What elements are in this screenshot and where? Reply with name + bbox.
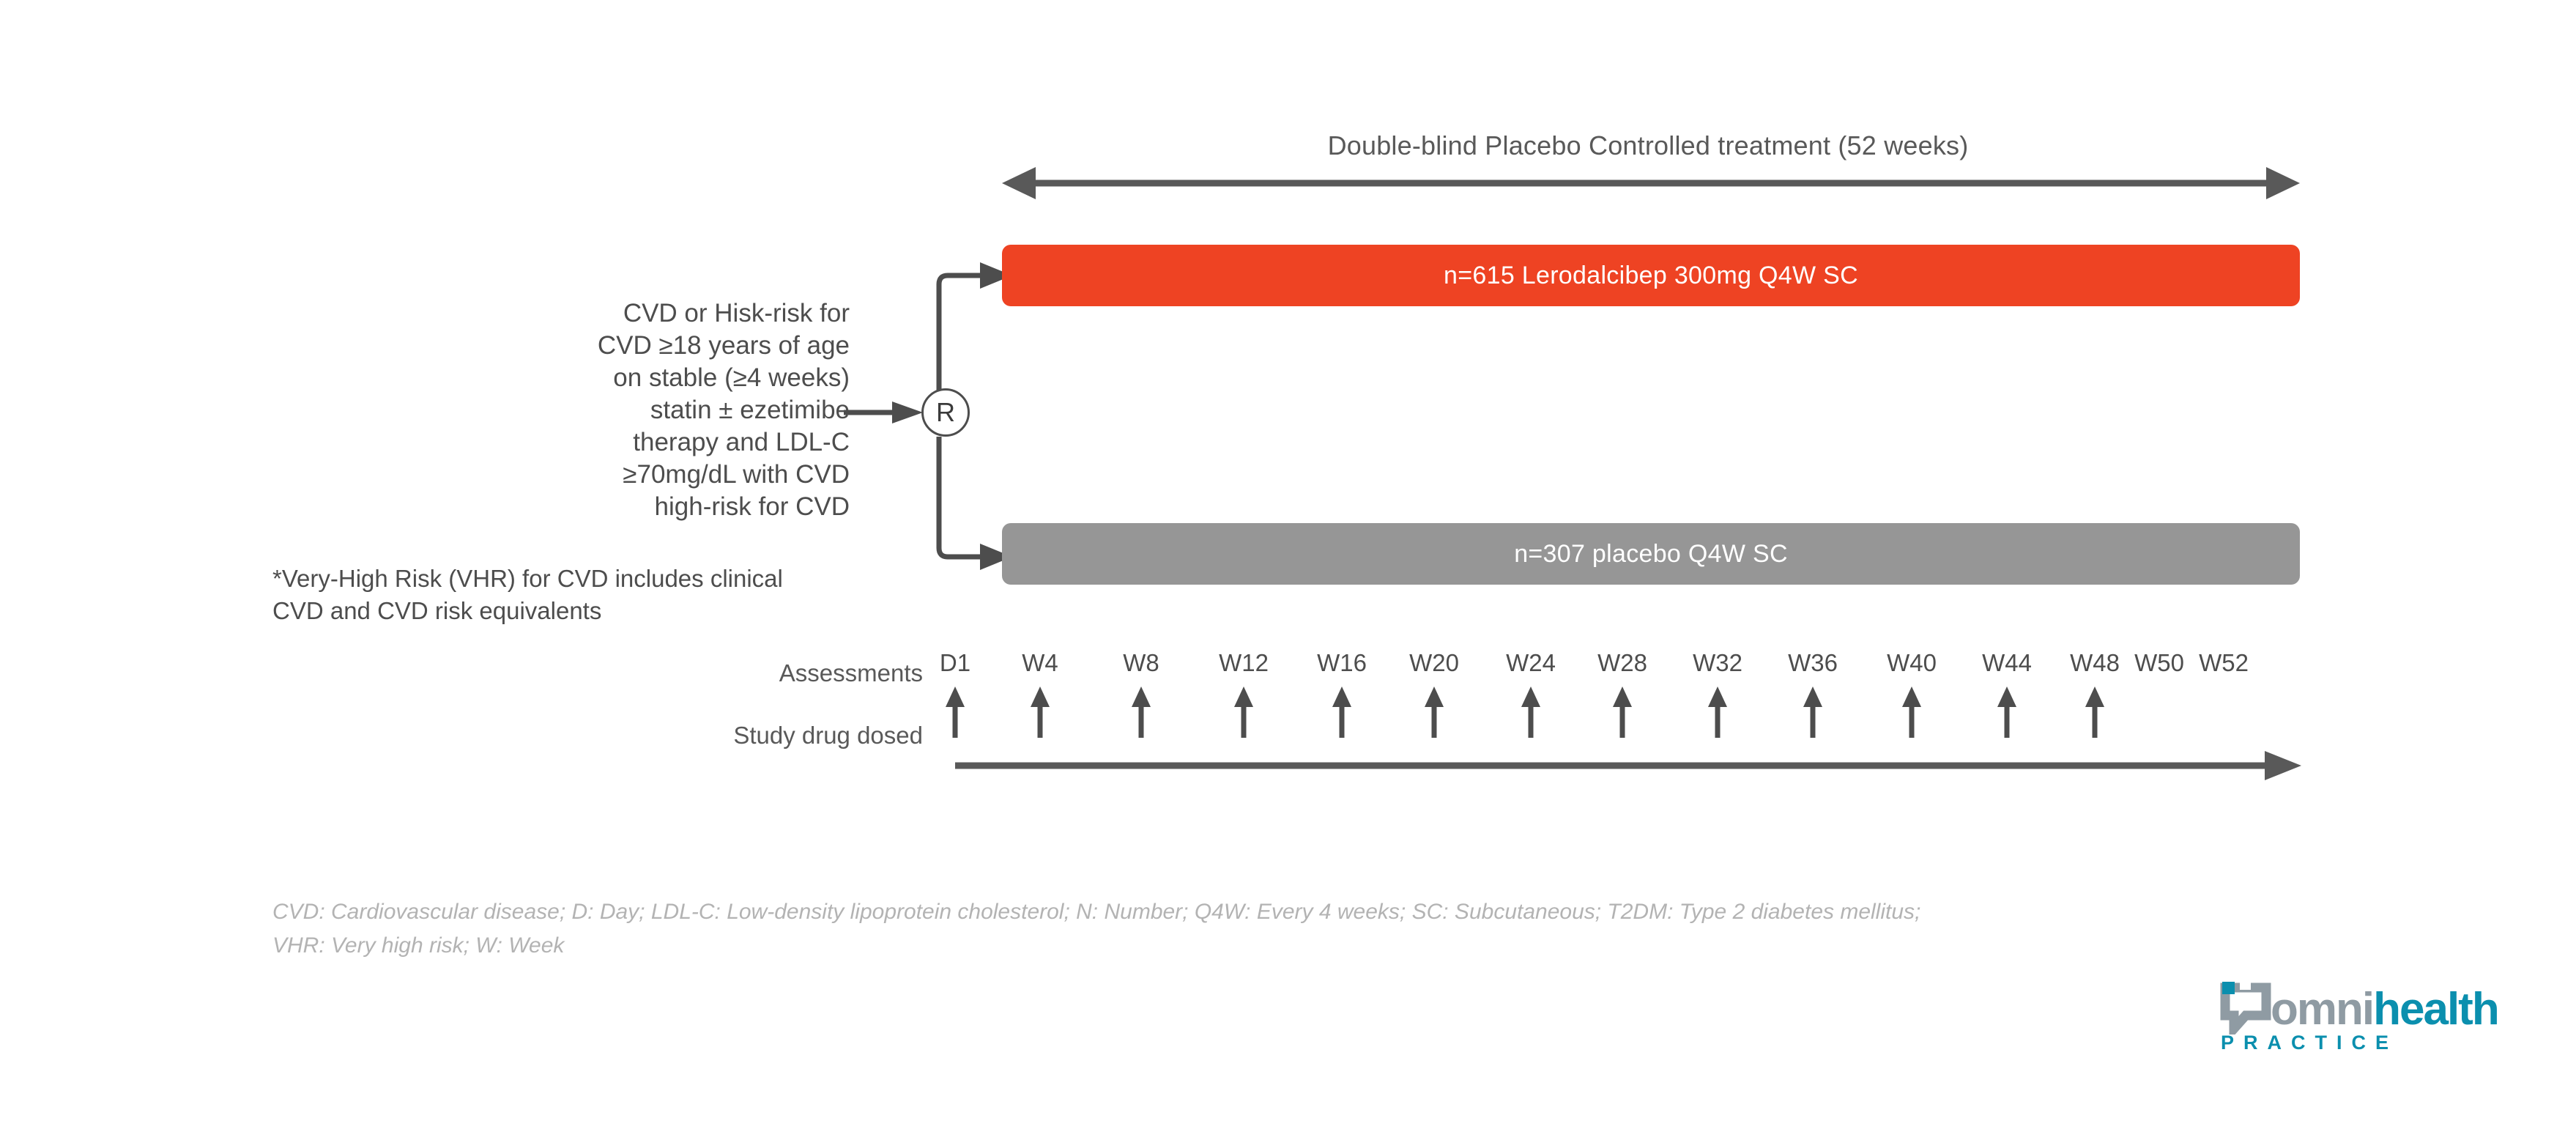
- dosing-arrow-w16: [1332, 686, 1351, 738]
- visit-label-w24: W24: [1506, 649, 1556, 676]
- visit-label-w32: W32: [1693, 649, 1742, 676]
- abbreviations-line: VHR: Very high risk; W: Week: [272, 933, 565, 958]
- logo-omni-text: omni: [2271, 984, 2375, 1034]
- assessments-row-label: Assessments: [779, 659, 923, 686]
- visit-label-w40: W40: [1887, 649, 1937, 676]
- visit-label-w16: W16: [1317, 649, 1367, 676]
- abbreviations-line: CVD: Cardiovascular disease; D: Day; LDL…: [272, 900, 1921, 924]
- treatment-arm-placebo-label: n=307 placebo Q4W SC: [1514, 539, 1788, 568]
- randomization-branch-connectors: [936, 262, 1012, 570]
- treatment-arm-active-label: n=615 Lerodalcibep 300mg Q4W SC: [1444, 261, 1858, 289]
- dosing-arrow-w48: [2085, 686, 2104, 738]
- dosing-arrow-w24: [1521, 686, 1540, 738]
- visit-label-w12: W12: [1219, 649, 1269, 676]
- dosing-arrow-w4: [1031, 686, 1050, 738]
- timeline-axis-arrow: [955, 751, 2301, 780]
- visit-label-w50: W50: [2134, 649, 2184, 676]
- eligibility-line: statin ± ezetimibe: [650, 396, 850, 424]
- visit-label-w8: W8: [1123, 649, 1159, 676]
- logo-health-text: health: [2373, 984, 2500, 1034]
- visit-label-w44: W44: [1982, 649, 2032, 676]
- dosing-arrow-w36: [1803, 686, 1822, 738]
- eligibility-criteria: CVD or Hisk-risk for CVD ≥18 years of ag…: [469, 297, 850, 523]
- dosing-arrow-w40: [1902, 686, 1921, 738]
- dosing-arrow-w32: [1708, 686, 1727, 738]
- eligibility-line: on stable (≥4 weeks): [613, 363, 850, 392]
- vhr-footnote-line: *Very-High Risk (VHR) for CVD includes c…: [272, 565, 783, 592]
- dosing-arrow-d1: [946, 686, 965, 738]
- vhr-footnote-line: CVD and CVD risk equivalents: [272, 597, 602, 624]
- logo-wordmark: omnihealth: [2271, 983, 2500, 1035]
- visit-label-w28: W28: [1597, 649, 1647, 676]
- vhr-footnote: *Very-High Risk (VHR) for CVD includes c…: [272, 563, 917, 627]
- randomization-node: R: [921, 388, 970, 437]
- study-duration-double-arrow: [1002, 167, 2300, 199]
- dosing-arrow-w12: [1234, 686, 1253, 738]
- eligibility-line: ≥70mg/dL with CVD: [623, 460, 850, 489]
- dosing-arrow-w28: [1613, 686, 1632, 738]
- logo-speech-bubble-icon: [2220, 982, 2271, 1034]
- randomization-inflow-arrow: [844, 401, 923, 423]
- visit-label-w36: W36: [1788, 649, 1838, 676]
- logo-tagline: PRACTICE: [2221, 1032, 2399, 1054]
- visit-timeline: D1 W4 W8 W12 W16 W20 W24 W28 W32 W36 W40 W44 W48 W50 W…: [940, 648, 2307, 788]
- dosing-arrow-w20: [1425, 686, 1444, 738]
- visit-label-w52: W52: [2199, 649, 2249, 676]
- visit-label-w48: W48: [2070, 649, 2120, 676]
- eligibility-line: therapy and LDL-C: [633, 428, 850, 456]
- study-duration-label: Double-blind Placebo Controlled treatmen…: [1327, 130, 1969, 160]
- eligibility-line: CVD or Hisk-risk for: [623, 299, 850, 327]
- eligibility-line: high-risk for CVD: [654, 492, 850, 521]
- omnihealth-practice-logo: omnihealth PRACTICE: [2218, 982, 2503, 1059]
- treatment-arm-active: n=615 Lerodalcibep 300mg Q4W SC: [1002, 245, 2300, 306]
- dosing-arrow-w8: [1132, 686, 1151, 738]
- visit-label-w20: W20: [1409, 649, 1459, 676]
- visit-label-d1: D1: [939, 649, 971, 676]
- dosing-arrow-w44: [1997, 686, 2016, 738]
- dosing-row-label: Study drug dosed: [733, 722, 923, 749]
- eligibility-line: CVD ≥18 years of age: [597, 331, 850, 360]
- abbreviations-footnote: CVD: Cardiovascular disease; D: Day; LDL…: [272, 895, 2323, 963]
- treatment-arm-placebo: n=307 placebo Q4W SC: [1002, 523, 2300, 585]
- visit-label-w4: W4: [1022, 649, 1058, 676]
